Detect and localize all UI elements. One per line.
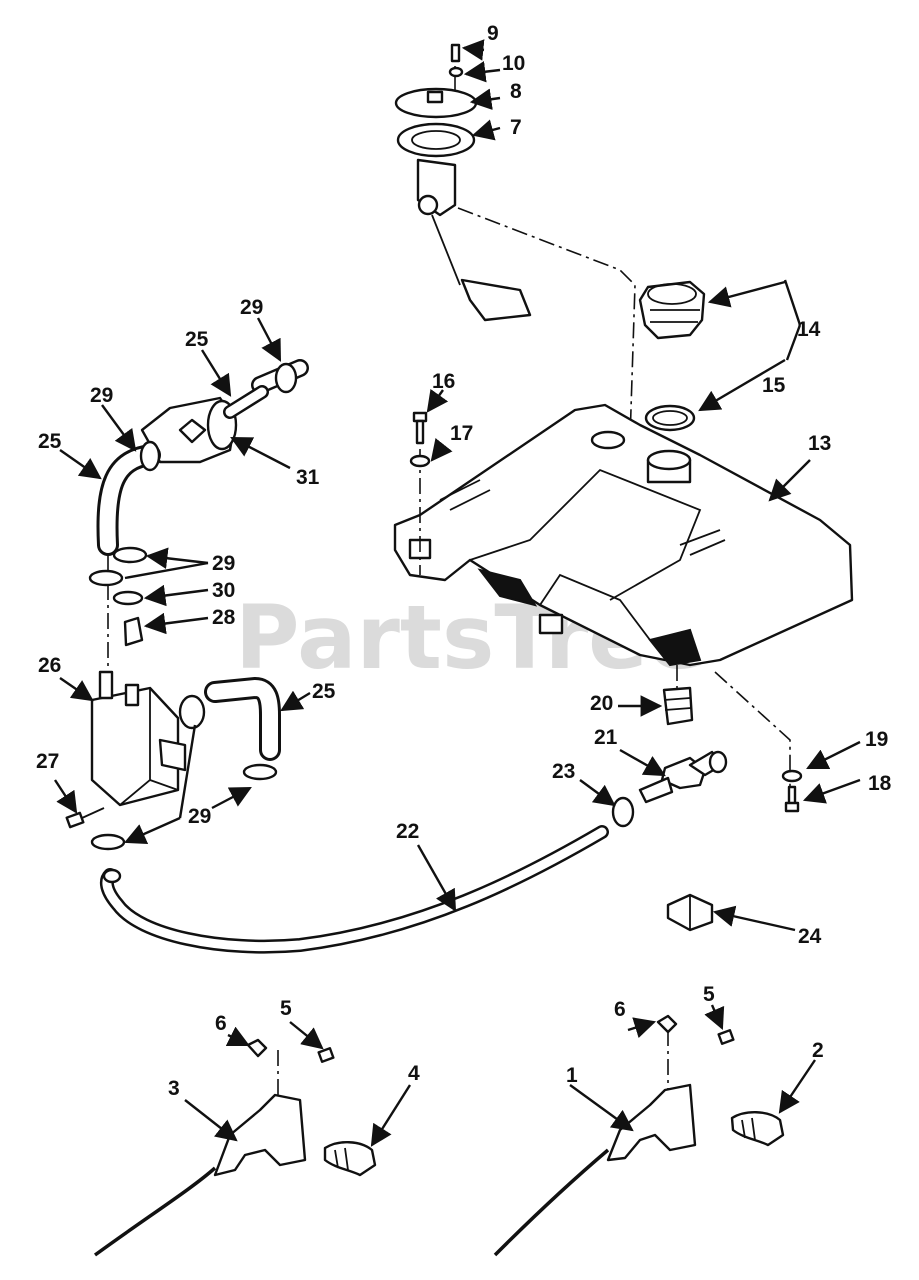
- callout-28-filter: 29: [90, 384, 113, 407]
- sender-screw: [450, 43, 461, 63]
- callout-28-top: 29: [240, 296, 263, 319]
- callout-6-right: 6: [614, 998, 626, 1021]
- callout-9: 9: [487, 22, 499, 45]
- callout-6-left: 6: [215, 1012, 227, 1035]
- cap-gasket: [644, 404, 696, 432]
- sender-washer: [448, 66, 464, 78]
- callout-16: 16: [432, 370, 455, 393]
- callout-27: 27: [36, 750, 59, 773]
- tank-bolt-18-19: [714, 671, 803, 813]
- hose-clamp-23: [611, 796, 635, 828]
- pump-mount-screw-27: [65, 807, 105, 829]
- callout-18: 18: [868, 772, 892, 795]
- callout-26: 26: [38, 654, 61, 677]
- callout-8: 8: [510, 80, 522, 103]
- fuel-line-22: [99, 825, 609, 954]
- tank-sender-opening: [590, 430, 626, 450]
- line-clip-24: [666, 893, 714, 932]
- tank-mount-ear-center: [538, 613, 564, 635]
- callout-4: 4: [408, 1062, 420, 1085]
- shutoff-valve-knob: [708, 750, 728, 774]
- fuel-pump-26: [90, 670, 187, 807]
- callout-28-bottom: 29: [188, 805, 211, 828]
- fuel-sender-assembly: [394, 43, 636, 441]
- fitting-29: [123, 616, 144, 647]
- callout-19: 19: [865, 728, 888, 751]
- callout-28-stack: 29: [212, 552, 235, 575]
- nut-6-left: [246, 1038, 268, 1058]
- callout-7: 7: [510, 116, 522, 139]
- hose-clamp-filter-inlet: [139, 440, 161, 472]
- callout-25-left: 25: [38, 430, 62, 453]
- sender-float: [460, 278, 532, 322]
- callout-31: 31: [296, 466, 320, 489]
- callout-1: 1: [566, 1064, 578, 1087]
- fuel-filter-group: [96, 359, 309, 556]
- fuel-cap-group: [638, 280, 706, 432]
- fuel-tank: [393, 403, 854, 667]
- hose-clamp-filter-outlet: [274, 362, 298, 394]
- callout-2: 2: [812, 1039, 824, 1062]
- tank-bolt-16-17: [409, 411, 431, 575]
- control-bracket-left: [93, 1038, 377, 1257]
- callout-21: 21: [594, 726, 618, 749]
- callout-30: 30: [212, 579, 235, 602]
- callout-23: 23: [552, 760, 575, 783]
- sender-terminal: [426, 90, 444, 104]
- sender-gasket: [396, 122, 476, 158]
- callout-14: 14: [797, 318, 821, 341]
- leader-arrows: [53, 39, 861, 1147]
- pump-outlet-hose: [90, 676, 281, 851]
- callout-22: 22: [396, 820, 419, 843]
- control-bracket-right: [493, 1014, 785, 1257]
- callout-24: 24: [798, 925, 822, 948]
- shutoff-valve-barb: [638, 776, 674, 804]
- control-knob-2: [730, 1111, 785, 1147]
- callout-25-right: 25: [312, 680, 336, 703]
- clamp-stack: [88, 546, 148, 680]
- tank-bushing: [662, 686, 694, 726]
- callout-5-right: 5: [703, 983, 715, 1006]
- nut-6-right: [656, 1014, 678, 1034]
- callout-17: 17: [450, 422, 473, 445]
- callout-25-top: 25: [185, 328, 209, 351]
- control-lever-3: [213, 1093, 307, 1177]
- callout-3: 3: [168, 1077, 180, 1100]
- callout-20: 20: [590, 692, 613, 715]
- control-lever-1: [606, 1083, 697, 1162]
- control-knob-4: [323, 1141, 377, 1177]
- callout-15: 15: [762, 374, 786, 397]
- shutoff-valve-group: [611, 665, 728, 828]
- callout-29: 28: [212, 606, 236, 629]
- callout-13: 13: [808, 432, 831, 455]
- callout-labels: 9 10 8 7 14 15 13 16 17 19 18 20 21 23 2…: [36, 22, 892, 1100]
- callout-10: 10: [502, 52, 525, 75]
- callout-5-left: 5: [280, 997, 292, 1020]
